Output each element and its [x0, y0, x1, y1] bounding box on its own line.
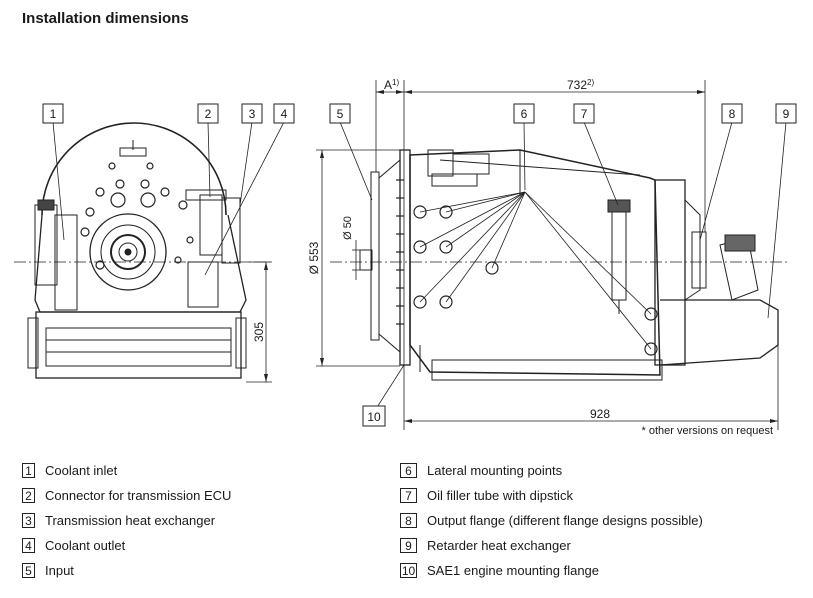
- legend-label: SAE1 engine mounting flange: [427, 563, 600, 578]
- legend-item: 8 Output flange (different flange design…: [400, 508, 703, 533]
- legend-label: Oil filler tube with dipstick: [427, 488, 573, 503]
- legend-label: Coolant outlet: [45, 538, 126, 553]
- callout-3: 3: [249, 107, 256, 121]
- legend-number: 1: [22, 463, 35, 478]
- legend-label: Connector for transmission ECU: [45, 488, 232, 503]
- legend-item: 1 Coolant inlet: [22, 458, 231, 483]
- footnote: * other versions on request: [642, 425, 773, 437]
- legend-label: Coolant inlet: [45, 463, 118, 478]
- legend-label: Input: [45, 563, 74, 578]
- legend-item: 10 SAE1 engine mounting flange: [400, 558, 703, 583]
- legend-right: 6 Lateral mounting points 7 Oil filler t…: [400, 458, 703, 583]
- callout-10: 10: [367, 410, 381, 424]
- callout-6: 6: [521, 107, 528, 121]
- dim-732: 7322): [567, 78, 594, 92]
- technical-drawing: 305: [14, 78, 797, 437]
- legend-left: 1 Coolant inlet 2 Connector for transmis…: [22, 458, 231, 583]
- callout-7: 7: [581, 107, 588, 121]
- legend-item: 5 Input: [22, 558, 231, 583]
- legend-number: 9: [400, 538, 417, 553]
- legend-item: 6 Lateral mounting points: [400, 458, 703, 483]
- callout-5: 5: [337, 107, 344, 121]
- dim-50: Ø 50: [342, 216, 354, 240]
- legend-item: 9 Retarder heat exchanger: [400, 533, 703, 558]
- callout-4: 4: [281, 107, 288, 121]
- legend-number: 10: [400, 563, 417, 578]
- legend-item: 2 Connector for transmission ECU: [22, 483, 231, 508]
- side-view: [316, 80, 790, 430]
- legend-label: Lateral mounting points: [427, 463, 563, 478]
- legend-number: 2: [22, 488, 35, 503]
- dim-928: 928: [590, 407, 610, 421]
- dim-305: 305: [252, 322, 266, 342]
- legend-item: 4 Coolant outlet: [22, 533, 231, 558]
- front-view: [14, 121, 285, 383]
- callout-1: 1: [50, 107, 57, 121]
- legend-number: 6: [400, 463, 417, 478]
- dim-a: A1): [384, 78, 399, 92]
- legend-label: Output flange (different flange designs …: [427, 513, 703, 528]
- legend-number: 3: [22, 513, 35, 528]
- page-title: Installation dimensions: [22, 10, 189, 27]
- legend-label: Transmission heat exchanger: [45, 513, 216, 528]
- legend-number: 5: [22, 563, 35, 578]
- callout-2: 2: [205, 107, 212, 121]
- dim-553: Ø 553: [307, 241, 321, 274]
- legend-number: 4: [22, 538, 35, 553]
- legend-number: 8: [400, 513, 417, 528]
- callout-9: 9: [783, 107, 790, 121]
- legend-number: 7: [400, 488, 417, 503]
- legend-item: 7 Oil filler tube with dipstick: [400, 483, 703, 508]
- legend-label: Retarder heat exchanger: [427, 538, 571, 553]
- callout-8: 8: [729, 107, 736, 121]
- legend-item: 3 Transmission heat exchanger: [22, 508, 231, 533]
